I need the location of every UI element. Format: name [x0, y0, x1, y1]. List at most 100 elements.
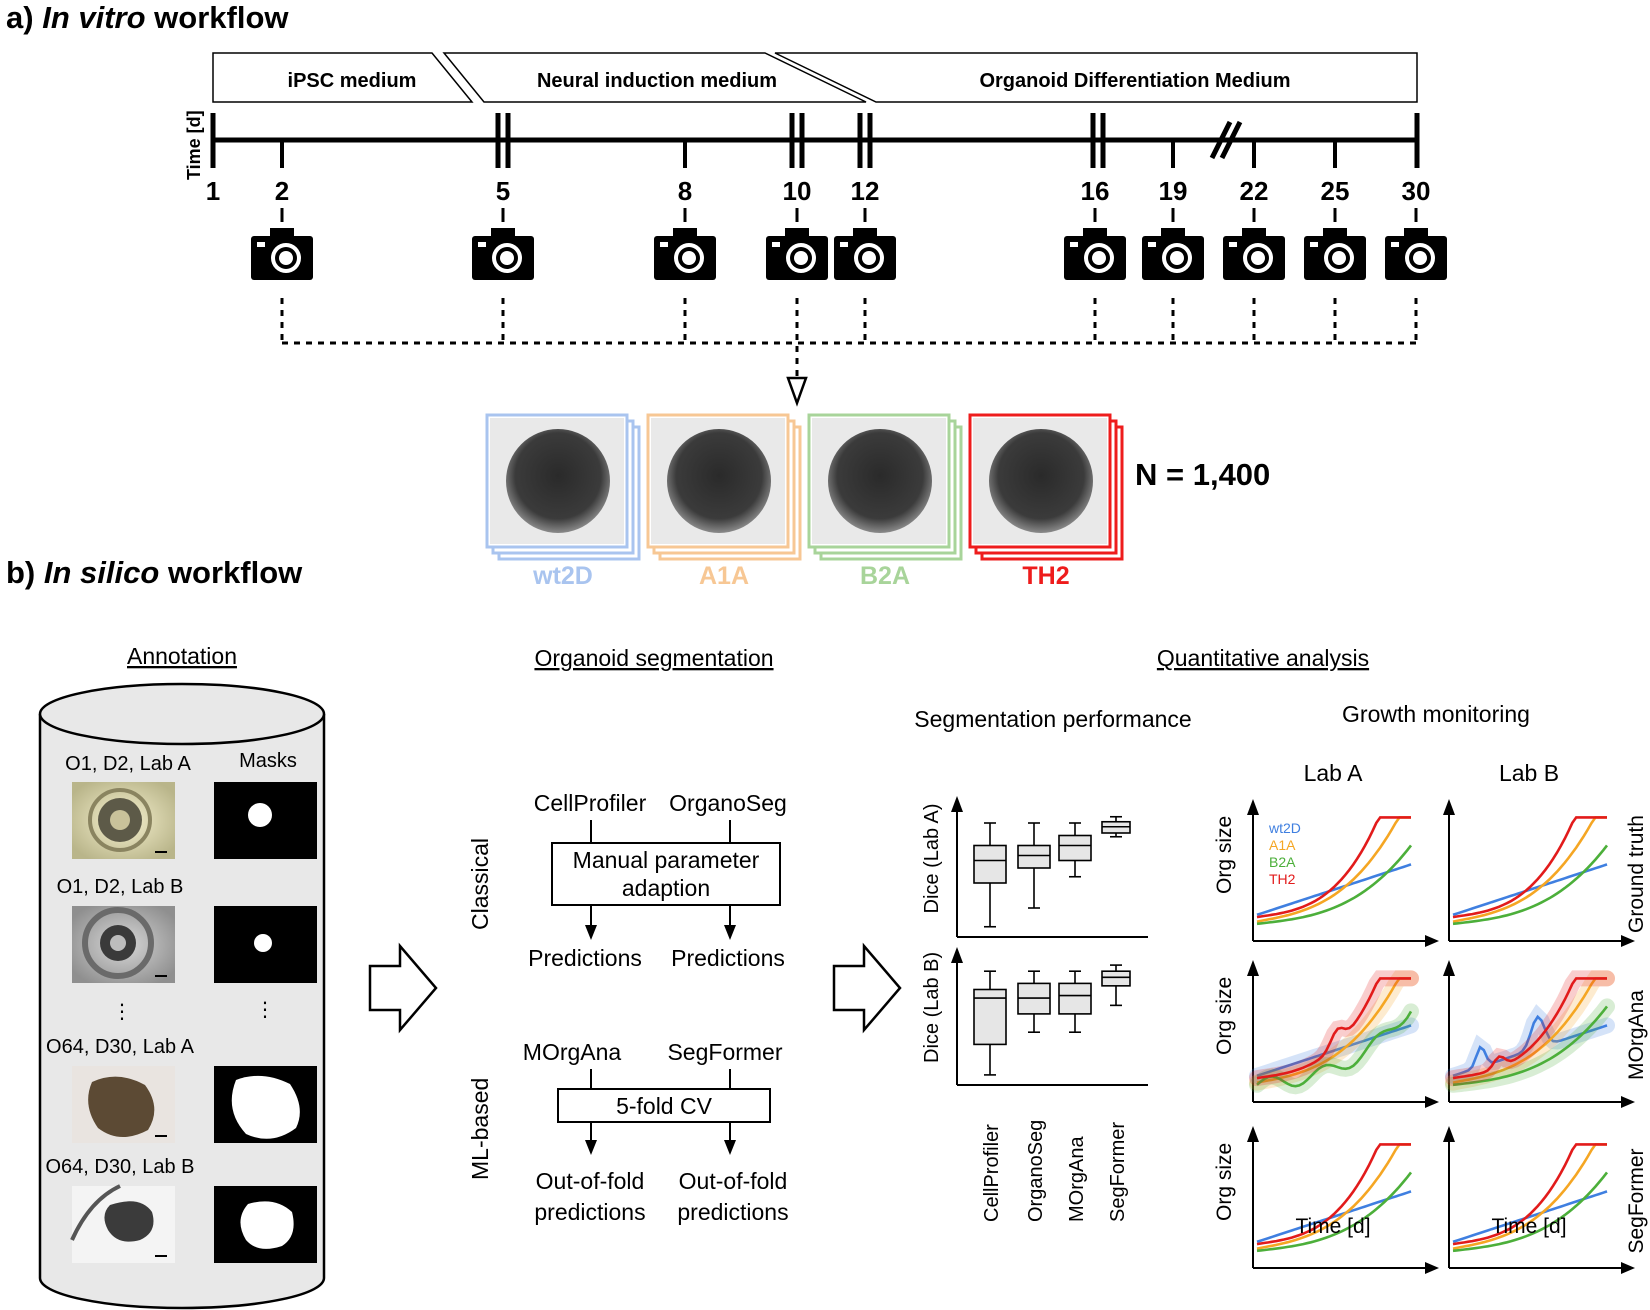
growth-curve-A1A — [1256, 816, 1411, 923]
growth-plot-morgana-lab-b — [1443, 960, 1635, 1108]
mask-image-3 — [214, 1066, 317, 1143]
camera-icon — [1304, 228, 1366, 280]
x-axis-arrow — [1621, 935, 1635, 947]
lab-a-header: Lab A — [1304, 760, 1363, 786]
ml-output-2a: Out-of-fold — [679, 1168, 788, 1194]
legend-A1A: A1A — [1269, 837, 1296, 853]
growth-curve-A1A — [1256, 977, 1411, 1084]
time-axis-label: Time [d] — [184, 110, 204, 180]
ml-output-1a: Out-of-fold — [536, 1168, 645, 1194]
microscopy-image-2 — [72, 906, 175, 983]
growth-curve-B2A — [1452, 1171, 1609, 1253]
growth-curve-B2A — [1256, 844, 1413, 926]
growth-curve-A1A — [1256, 1143, 1411, 1250]
media-bars: iPSC medium Neural induction medium Orga… — [212, 52, 1418, 103]
panel-b-letter: b) — [6, 555, 36, 590]
timepoint-label-1: 1 — [206, 176, 220, 206]
panel-a-title: a) In vitro workflow — [6, 0, 289, 36]
segmentation-methods: Classical CellProfiler OrganoSeg Manual … — [467, 790, 789, 1225]
y-axis-label: Dice (Lab A) — [921, 803, 943, 913]
y-axis-arrow — [1443, 799, 1455, 815]
collection-lines — [280, 298, 1418, 378]
ml-output-1b: predictions — [534, 1199, 645, 1225]
mask-image-4 — [214, 1186, 317, 1263]
timepoint-label-8: 8 — [678, 176, 692, 206]
seg-perf-title: Segmentation performance — [914, 706, 1191, 732]
panel-a-letter: a) — [6, 0, 34, 35]
y-axis-label: Org size — [1213, 1143, 1236, 1221]
tool-cellprofiler: CellProfiler — [534, 790, 647, 816]
ellipsis-right: ⋮ — [255, 997, 275, 1021]
classical-output-2: Predictions — [671, 945, 785, 971]
growth-curve-TH2 — [1452, 816, 1607, 919]
camera-icon — [251, 228, 313, 280]
x-axis-arrow — [1425, 1096, 1439, 1108]
x-axis-arrow — [1621, 1096, 1635, 1108]
classical-label: Classical — [467, 838, 493, 930]
category-label-MOrgAna: MOrgAna — [1066, 1136, 1088, 1222]
x-axis-label: Time [d] — [1491, 1215, 1566, 1238]
growth-plot-ground-truth-lab-b — [1443, 799, 1635, 947]
growth-curve-TH2 — [1256, 1143, 1411, 1246]
camera-icon — [1223, 228, 1285, 280]
arrow-right-icon-2 — [832, 942, 902, 1034]
timepoint-label-2: 2 — [275, 176, 289, 206]
box-SegFormer — [1101, 970, 1131, 987]
media-label-neural: Neural induction medium — [537, 70, 777, 92]
database-top — [38, 682, 326, 746]
sample-label-1: O1, D2, Lab A — [65, 753, 191, 775]
organoid — [828, 429, 932, 533]
boxplot-lab-b: Dice (Lab B) — [921, 947, 1148, 1086]
growth-plot-segformer-lab-b: Time [d] — [1443, 1126, 1635, 1274]
manual-param-box — [551, 842, 781, 906]
growth-curve-B2A — [1452, 1005, 1609, 1087]
camera-icon — [1064, 228, 1126, 280]
legend-B2A: B2A — [1269, 854, 1296, 870]
ellipsis-left: ⋮ — [112, 999, 132, 1023]
growth-curve-TH2 — [1452, 977, 1607, 1080]
timepoint-label-25: 25 — [1321, 176, 1350, 206]
camera-icon — [472, 228, 534, 280]
growth-curve-A1A — [1452, 977, 1607, 1084]
box-OrganoSeg — [1017, 844, 1051, 869]
cell-line-label-A1A: A1A — [699, 562, 749, 590]
mask-image-2 — [214, 906, 317, 983]
sample-label-4: O64, D30, Lab B — [46, 1156, 195, 1178]
panel-a-title-rest: workflow — [154, 0, 289, 35]
organoid — [506, 429, 610, 533]
y-axis-label: Org size — [1213, 816, 1236, 894]
stack-TH2: TH2 — [968, 413, 1124, 590]
annotation-heading: Annotation — [127, 643, 237, 669]
cell-line-label-B2A: B2A — [860, 562, 910, 590]
category-label-OrganoSeg: OrganoSeg — [1025, 1120, 1047, 1222]
y-axis-arrow — [1247, 799, 1259, 815]
media-bar-neural — [442, 52, 867, 103]
legend-TH2: TH2 — [1269, 871, 1296, 887]
microscopy-image-1 — [72, 782, 175, 859]
timepoint-label-16: 16 — [1081, 176, 1110, 206]
row-label-2: SegFormer — [1625, 1148, 1648, 1253]
y-axis-label: Dice (Lab B) — [921, 952, 943, 1063]
classical-output-1: Predictions — [528, 945, 642, 971]
tool-organoseg: OrganoSeg — [669, 790, 787, 816]
y-axis-arrow — [1443, 960, 1455, 976]
x-axis-arrow — [1425, 935, 1439, 947]
sample-label-2: O1, D2, Lab B — [57, 876, 184, 898]
camera-row — [251, 208, 1447, 280]
cv-box — [557, 1088, 771, 1123]
timepoint-label-10: 10 — [783, 176, 812, 206]
timepoint-label-19: 19 — [1159, 176, 1188, 206]
timepoint-label-12: 12 — [851, 176, 880, 206]
box-MOrgAna — [1058, 834, 1092, 862]
row-label-1: MOrgAna — [1625, 990, 1648, 1080]
growth-title: Growth monitoring — [1342, 701, 1530, 727]
y-axis-arrow — [951, 947, 963, 963]
row-label-0: Ground truth — [1625, 815, 1648, 933]
growth-curve-A1A — [1452, 1143, 1607, 1250]
